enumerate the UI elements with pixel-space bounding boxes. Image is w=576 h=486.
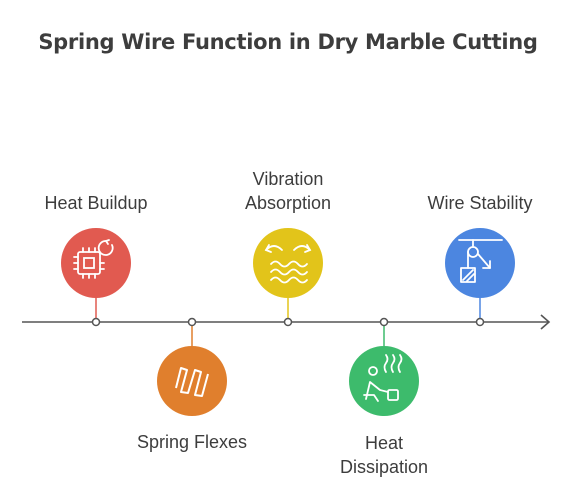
step-spring-flexes — [157, 317, 227, 416]
pulley-icon — [458, 239, 503, 283]
step-wire-stability — [445, 228, 515, 327]
wave-arrows-icon — [264, 244, 312, 284]
step-label-line: Absorption — [244, 193, 332, 213]
person-heat-icon — [363, 354, 403, 402]
step-heat-dissipation — [349, 317, 419, 416]
step-label-heat-dissipation: Heat Dissipation — [324, 431, 444, 479]
axis-node — [379, 317, 389, 327]
axis-node — [91, 317, 101, 327]
arrow-head-icon — [540, 314, 551, 330]
step-label-line: Heat — [364, 433, 404, 453]
step-vibration-absorption — [253, 228, 323, 327]
step-label-line: Vibration — [252, 169, 324, 189]
step-label-wire-stability: Wire Stability — [415, 191, 545, 215]
step-label-vibration-absorption: Vibration Absorption — [228, 167, 348, 215]
step-circle — [445, 228, 515, 298]
diagram-title: Spring Wire Function in Dry Marble Cutti… — [38, 30, 538, 54]
step-heat-buildup — [61, 228, 131, 327]
axis-node — [283, 317, 293, 327]
axis-node — [475, 317, 485, 327]
step-label-line: Dissipation — [339, 457, 429, 477]
step-label-line: Spring Flexes — [136, 432, 248, 452]
axis-node — [187, 317, 197, 327]
step-circle — [253, 228, 323, 298]
spring-coil-icon — [175, 367, 209, 397]
step-circle — [349, 346, 419, 416]
cpu-heat-icon — [73, 239, 114, 279]
step-label-line: Heat Buildup — [44, 193, 148, 213]
step-circle — [61, 228, 131, 298]
step-label-spring-flexes: Spring Flexes — [122, 430, 262, 454]
step-label-heat-buildup: Heat Buildup — [36, 191, 156, 215]
step-label-line: Wire Stability — [427, 193, 533, 213]
